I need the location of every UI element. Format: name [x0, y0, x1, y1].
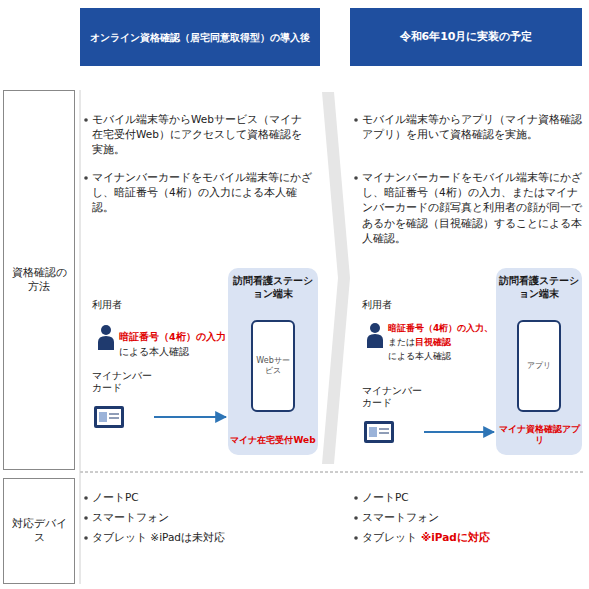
note-text: による本人確認	[388, 350, 451, 363]
terminal-box: 訪問看護ステーション端末マイナ在宅受付Web Webサービス	[228, 268, 318, 455]
bullet-text: モバイル端末等からアプリ（マイナ資格確認アプリ）を用いて資格確認を実施。	[362, 112, 582, 142]
bullet-text: モバイル端末等からWebサービス（マイナ在宅受付Web）にアクセスして資格確認を…	[92, 112, 312, 158]
row-header: 資格確認の方法	[3, 90, 75, 470]
terminal-box: 訪問看護ステーション端末マイナ資格確認アプリ アプリ	[496, 268, 582, 455]
node-title: アプリ	[527, 361, 551, 371]
note-text: による本人確認	[119, 345, 189, 359]
node-title: オンライン資格確認（居宅同意取得型）の導入後	[90, 31, 310, 44]
card-icon	[364, 421, 394, 443]
column-header: 令和6年10月に実装の予定	[350, 8, 582, 66]
row-header: 対応デバイス	[3, 478, 75, 584]
emphasis-text: 暗証番号（4桁）の入力、	[388, 322, 493, 335]
node-caption: マイナ在宅受付Web	[230, 435, 316, 447]
transition-chevron	[322, 92, 350, 464]
device-item: タブレット ※iPadは未対応	[92, 530, 225, 545]
emphasis-text: ※iPadに対応	[421, 530, 490, 545]
emphasis-text: 目視確認	[415, 336, 451, 349]
flow-arrow	[424, 431, 494, 433]
person-icon	[98, 325, 114, 350]
node-title: 資格確認の方法	[7, 266, 71, 295]
column-header: オンライン資格確認（居宅同意取得型）の導入後	[80, 8, 320, 66]
bullet-dots	[84, 118, 358, 540]
emphasis-text: 暗証番号（4桁）の入力	[119, 330, 226, 344]
card-node: マイナンバーカード	[362, 385, 422, 443]
user-label: 利用者	[362, 298, 392, 313]
node-title: マイナンバーカード	[362, 385, 422, 410]
column-line	[80, 90, 81, 584]
node-title: 対応デバイス	[7, 517, 71, 546]
node-title: 令和6年10月に実装の予定	[400, 30, 533, 44]
node-title: 訪問看護ステーション端末	[499, 274, 579, 300]
bullet-text: マイナンバーカードをモバイル端末等にかざし、暗証番号（4桁）の入力による本人確認…	[92, 170, 312, 216]
note-text: または	[388, 336, 415, 349]
bullet-text: マイナンバーカードをモバイル端末等にかざし、暗証番号（4桁）の入力、またはマイナ…	[362, 170, 582, 246]
node-title: 訪問看護ステーション端末	[231, 274, 315, 300]
node-title: マイナンバーカード	[92, 370, 152, 395]
node-title: Webサービス	[255, 356, 291, 377]
user-label: 利用者	[92, 298, 122, 313]
phone-device: アプリ	[517, 320, 561, 412]
phone-device: Webサービス	[251, 320, 295, 412]
device-item: スマートフォン	[92, 510, 169, 525]
device-item: スマートフォン	[362, 510, 439, 525]
row-separator	[80, 472, 584, 473]
card-icon	[94, 406, 124, 428]
device-item: ノートPC	[92, 490, 139, 505]
flow-arrow	[154, 416, 226, 418]
device-item: タブレット	[362, 530, 417, 545]
person-icon	[367, 323, 383, 348]
card-node: マイナンバーカード	[92, 370, 152, 428]
node-caption: マイナ資格確認アプリ	[498, 424, 580, 447]
device-item: ノートPC	[362, 490, 409, 505]
